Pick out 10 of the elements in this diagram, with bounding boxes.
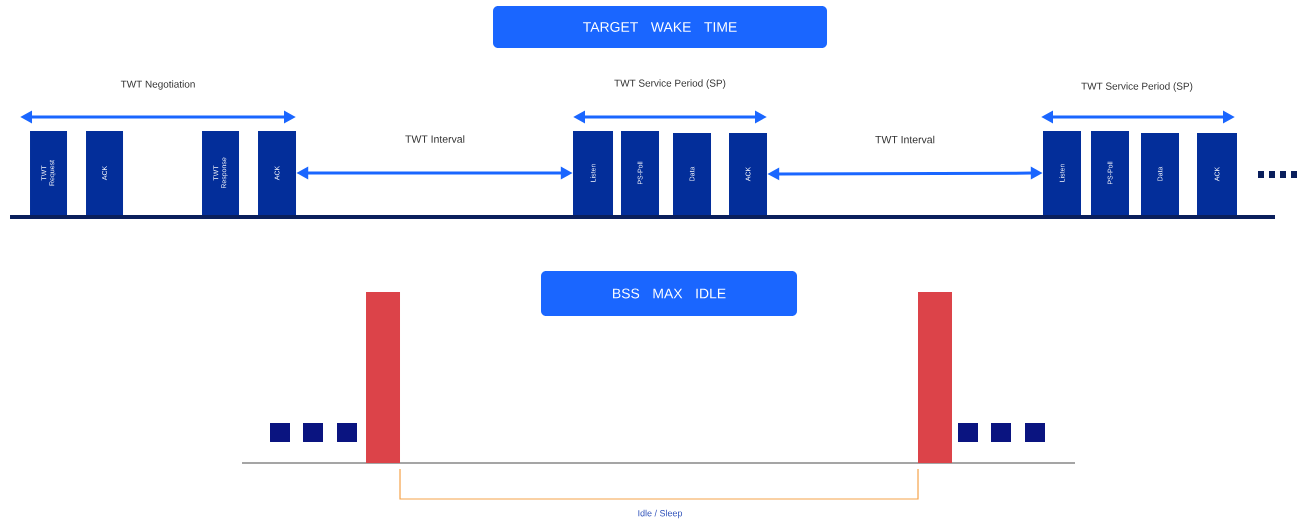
span-label: TWT Service Period (SP) [1081,82,1193,92]
activity-bar [918,292,952,463]
span-label: TWT Service Period (SP) [614,79,726,89]
edge-label: TWT Interval [874,134,936,145]
activity-bar [366,292,400,463]
bracket-label: Idle / Sleep [638,509,683,519]
edge-label: TWT Interval [404,134,466,144]
title-banner: TARGET WAKE TIME [493,6,827,48]
title-banner: BSS MAX IDLE [541,271,797,316]
span-label: TWT Negotiation [120,80,195,90]
